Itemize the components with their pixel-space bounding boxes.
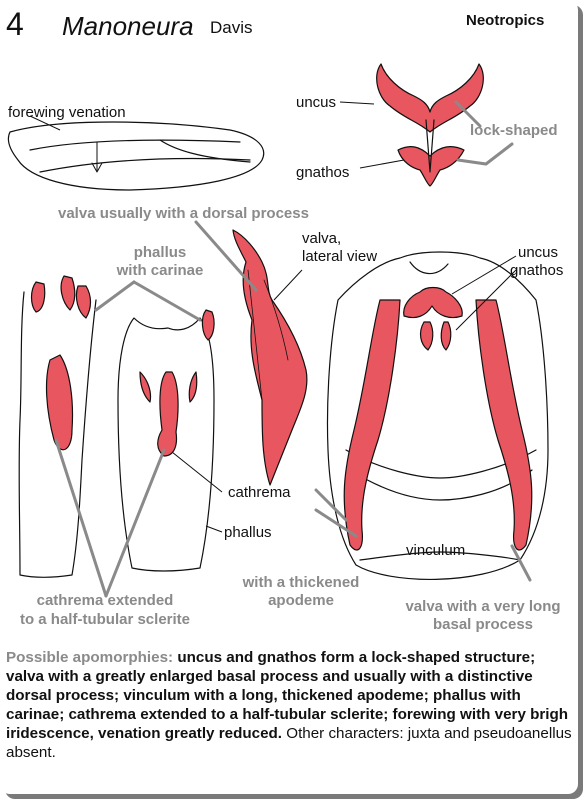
valva-lateral-drawing (233, 230, 307, 485)
plate-card: 4 Manoneura Davis Neotropics forewing ve… (0, 0, 578, 794)
valva-long-process-label-1: valva with a very long (388, 598, 578, 615)
uncus-label-top: uncus (296, 94, 336, 111)
phallus-label: phallus (224, 524, 272, 541)
forewing-venation-label: forewing venation (8, 104, 126, 121)
uncus-gnathos-drawing (377, 64, 484, 186)
phallus-carinae-label-1: phallus (100, 244, 220, 261)
valva-long-process-label-2: basal process (388, 616, 578, 633)
author-name: Davis (210, 18, 253, 38)
genitalia-ventral-drawing (327, 252, 548, 579)
phallus-carinae-label-2: with carinae (100, 262, 220, 279)
genus-name: Manoneura (62, 11, 194, 42)
region-label: Neotropics (466, 12, 544, 29)
cathrema-extended-label-2: to a half-tubular sclerite (0, 611, 210, 628)
cathrema-label: cathrema (228, 484, 291, 501)
thickened-apodeme-label-1: with a thickened (226, 574, 376, 591)
valva-lateral-label-2: lateral view (302, 248, 377, 265)
gnathos-label-top: gnathos (296, 164, 349, 181)
plate-number: 4 (6, 6, 24, 43)
cathrema-extended-label-1: cathrema extended (0, 592, 210, 609)
vinculum-label: vinculum (406, 542, 465, 559)
thickened-apodeme-label-2: apodeme (226, 592, 376, 609)
uncus-label-right: uncus (518, 244, 558, 261)
lock-shaped-label: lock-shaped (470, 122, 558, 139)
caption-lead: Possible apomorphies: (6, 649, 173, 666)
gnathos-label-right: gnathos (510, 262, 563, 279)
forewing-drawing (8, 122, 263, 190)
apomorphies-caption: Possible apomorphies: uncus and gnathos … (6, 648, 572, 762)
valva-lateral-label-1: valva, (302, 230, 341, 247)
valva-dorsal-process-label: valva usually with a dorsal process (58, 205, 309, 222)
